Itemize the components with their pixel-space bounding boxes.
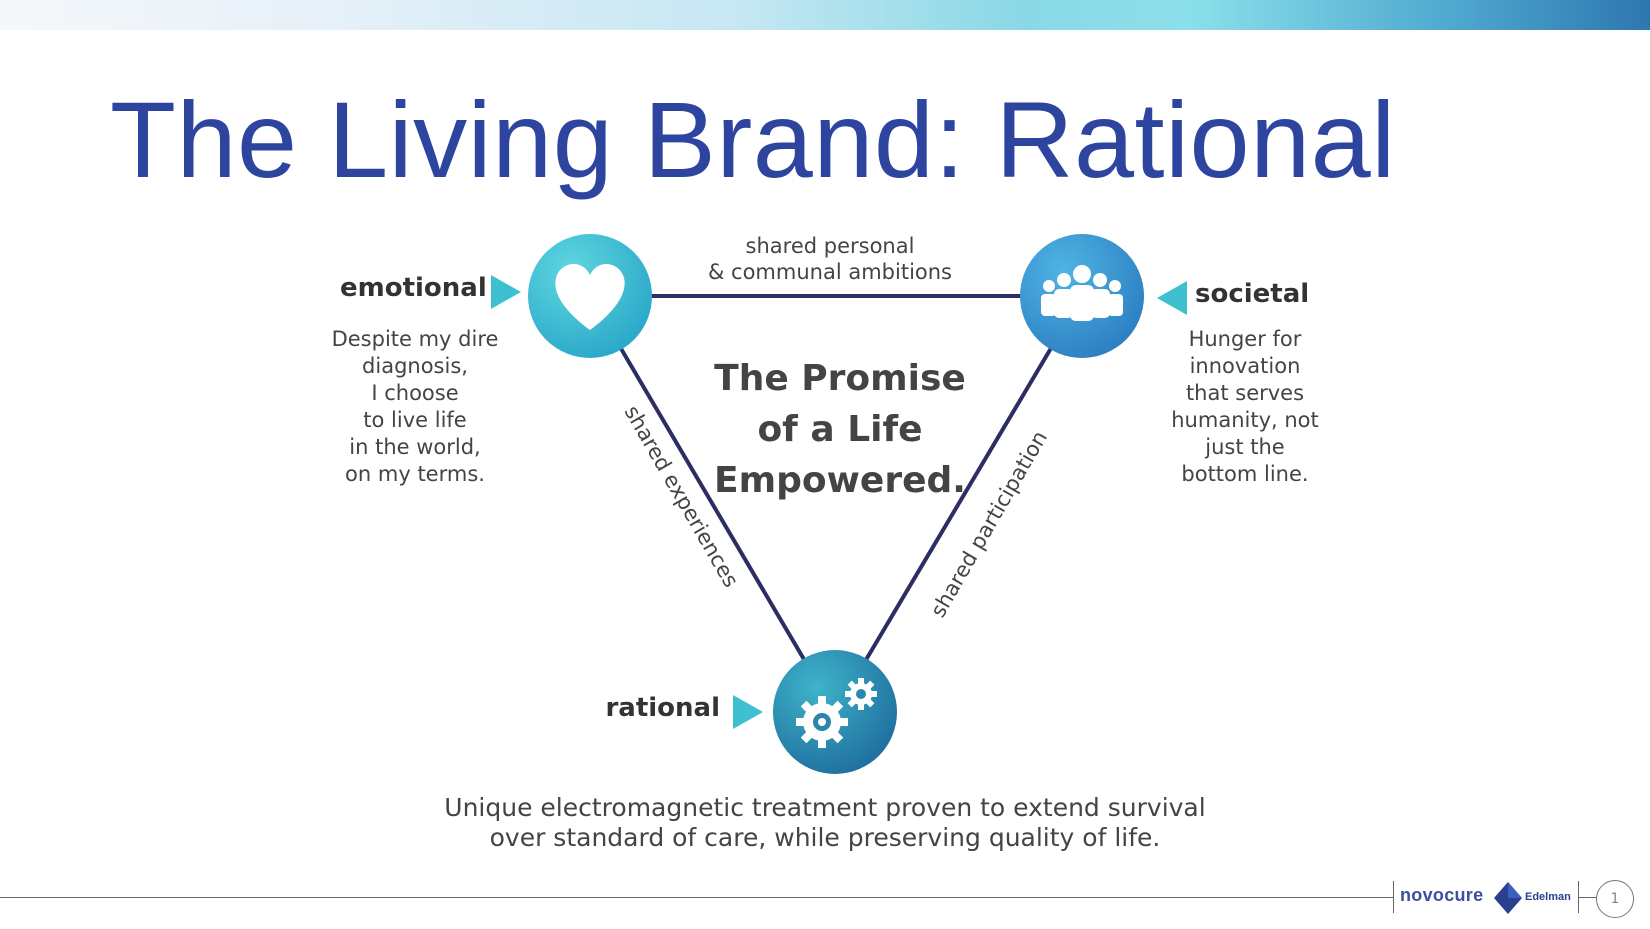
societal-description: Hunger for innovation that serves humani…: [1171, 327, 1319, 486]
footer-connector: [1578, 897, 1596, 898]
emotional-label: emotional: [340, 273, 487, 303]
societal-node: [1020, 234, 1144, 358]
societal-arrow-icon: [1157, 281, 1187, 315]
people-group-icon: [1041, 265, 1123, 321]
edge-right-line: [833, 294, 1084, 714]
footer-divider: [0, 897, 1393, 898]
rational-statement: Unique electromagnetic treatment proven …: [444, 793, 1206, 852]
edelman-logo: Edelman: [1525, 891, 1571, 903]
top-gradient-bar: [0, 0, 1650, 30]
rational-label: rational: [605, 693, 720, 723]
societal-label: societal: [1195, 279, 1310, 309]
page-number: 1: [1596, 880, 1634, 918]
novocure-logo: novocure: [1400, 885, 1484, 905]
center-promise: The Promise of a Life Empowered.: [714, 358, 966, 501]
emotional-description: Despite my dire diagnosis, I choose to l…: [331, 327, 499, 486]
rational-node: [773, 650, 897, 774]
emotional-node: [528, 234, 652, 358]
page-title: The Living Brand: Rational: [110, 79, 1396, 200]
emotional-arrow-icon: [491, 275, 521, 309]
rational-arrow-icon: [733, 695, 763, 729]
footer-tick-left: [1393, 881, 1394, 913]
edelman-logo-icon: [1494, 882, 1522, 914]
heart-icon: [555, 263, 625, 330]
edge-left-line: [588, 294, 837, 714]
gears-icon: [796, 678, 877, 748]
edge-top-label: shared personal & communal ambitions: [707, 234, 952, 284]
